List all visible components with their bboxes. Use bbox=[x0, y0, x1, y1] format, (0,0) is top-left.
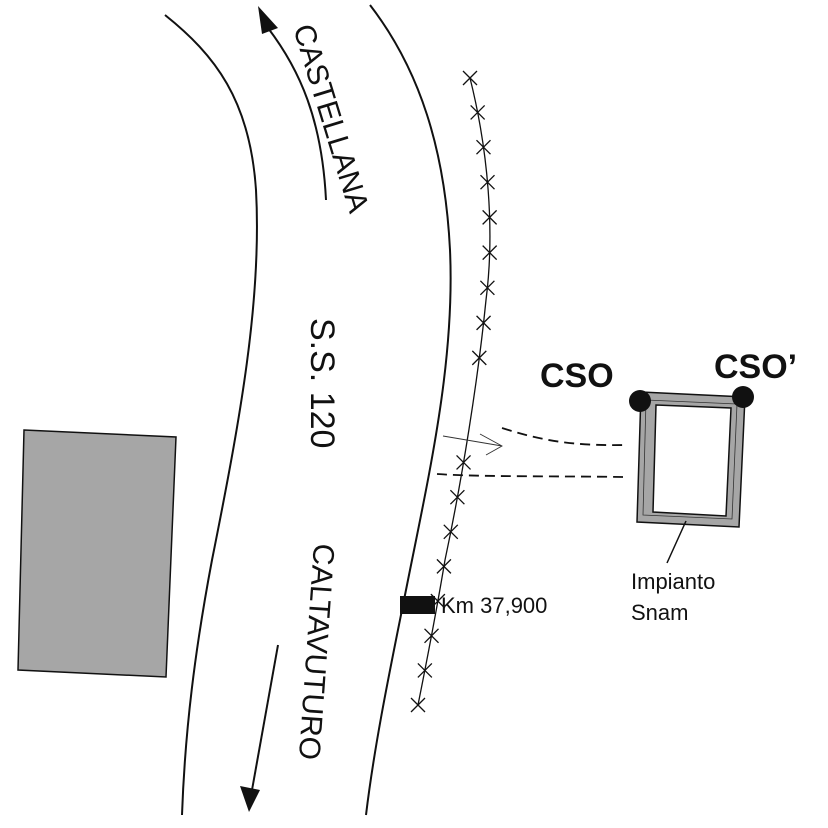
fence-cross bbox=[443, 524, 459, 540]
label-cso: CSO bbox=[540, 357, 614, 395]
arrow-to-caltavuturo bbox=[251, 644, 279, 791]
snam-plant-interior bbox=[652, 404, 732, 517]
fence-cross bbox=[470, 104, 486, 120]
access-arrow bbox=[442, 433, 503, 456]
cso-point bbox=[629, 390, 651, 412]
label-km: Km 37,900 bbox=[441, 593, 547, 618]
fence-line bbox=[417, 77, 491, 706]
fence-cross bbox=[449, 489, 465, 505]
label-caltavuturo: CALTAVUTURO bbox=[292, 543, 340, 761]
fence-cross bbox=[456, 454, 472, 470]
fence-cross bbox=[482, 209, 498, 225]
fence-cross bbox=[482, 245, 498, 261]
arrowhead-up-icon bbox=[258, 6, 278, 34]
arrow-to-castellana bbox=[267, 27, 327, 201]
label-plant-line2: Snam bbox=[631, 600, 688, 625]
label-castellana: CASTELLANA bbox=[286, 20, 375, 216]
fence-cross bbox=[480, 174, 495, 190]
road-right-edge bbox=[365, 4, 452, 816]
fence-cross bbox=[471, 350, 487, 366]
label-cso-prime: CSO’ bbox=[714, 348, 797, 386]
label-road-name: S.S. 120 bbox=[303, 318, 341, 448]
plant-leader-line bbox=[666, 520, 687, 564]
road-left-edge bbox=[164, 14, 258, 816]
fence-cross bbox=[410, 697, 426, 713]
fence-cross bbox=[476, 315, 492, 331]
fence-cross bbox=[436, 558, 452, 574]
km-marker bbox=[400, 596, 435, 614]
fence-cross bbox=[417, 662, 433, 678]
building bbox=[17, 429, 177, 678]
fence-cross bbox=[479, 280, 495, 296]
arrowhead-down-icon bbox=[240, 786, 260, 812]
fence-cross bbox=[476, 139, 491, 155]
cso-prime-point bbox=[732, 386, 754, 408]
access-road-upper bbox=[501, 427, 626, 447]
fence-cross bbox=[424, 628, 439, 644]
fence-cross bbox=[462, 70, 478, 86]
label-plant-line1: Impianto bbox=[631, 569, 715, 594]
snam-plant-inner-line bbox=[642, 399, 738, 520]
access-road-lower bbox=[436, 473, 626, 478]
